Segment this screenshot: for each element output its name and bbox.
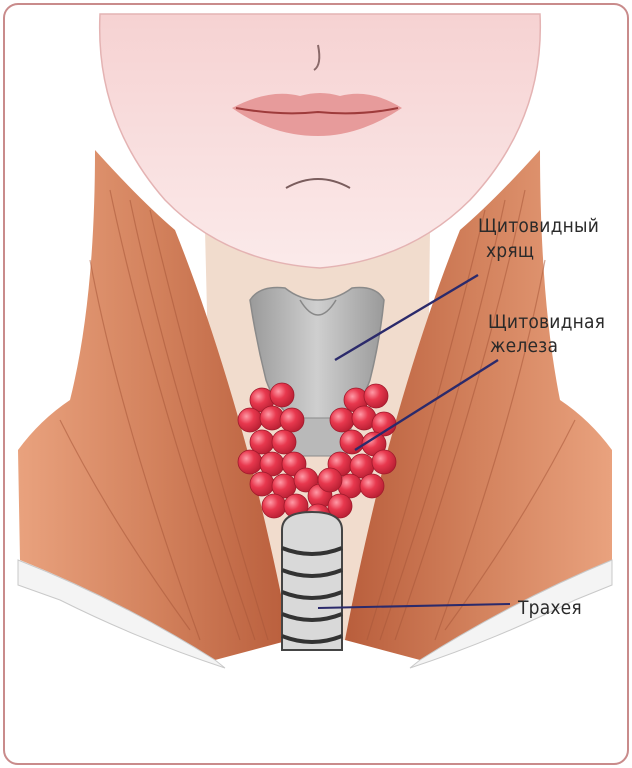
- gland-lobule: [272, 430, 296, 454]
- gland-lobule: [372, 450, 396, 474]
- label-trachea: Трахея: [517, 597, 582, 619]
- gland-lobule: [238, 450, 262, 474]
- gland-lobule: [270, 383, 294, 407]
- gland-lobule: [318, 468, 342, 492]
- gland-lobule: [280, 408, 304, 432]
- label-thyroid-cartilage-2: хрящ: [486, 240, 534, 262]
- gland-lobule: [330, 408, 354, 432]
- gland-lobule: [340, 430, 364, 454]
- gland-lobule: [360, 474, 384, 498]
- gland-lobule: [262, 494, 286, 518]
- label-thyroid-cartilage-1: Щитовидный: [478, 215, 599, 237]
- label-thyroid-gland-2: железа: [490, 335, 558, 357]
- trachea: [282, 512, 342, 650]
- gland-lobule: [364, 384, 388, 408]
- label-thyroid-gland-1: Щитовидная: [488, 311, 605, 333]
- gland-lobule: [238, 408, 262, 432]
- gland-lobule: [250, 472, 274, 496]
